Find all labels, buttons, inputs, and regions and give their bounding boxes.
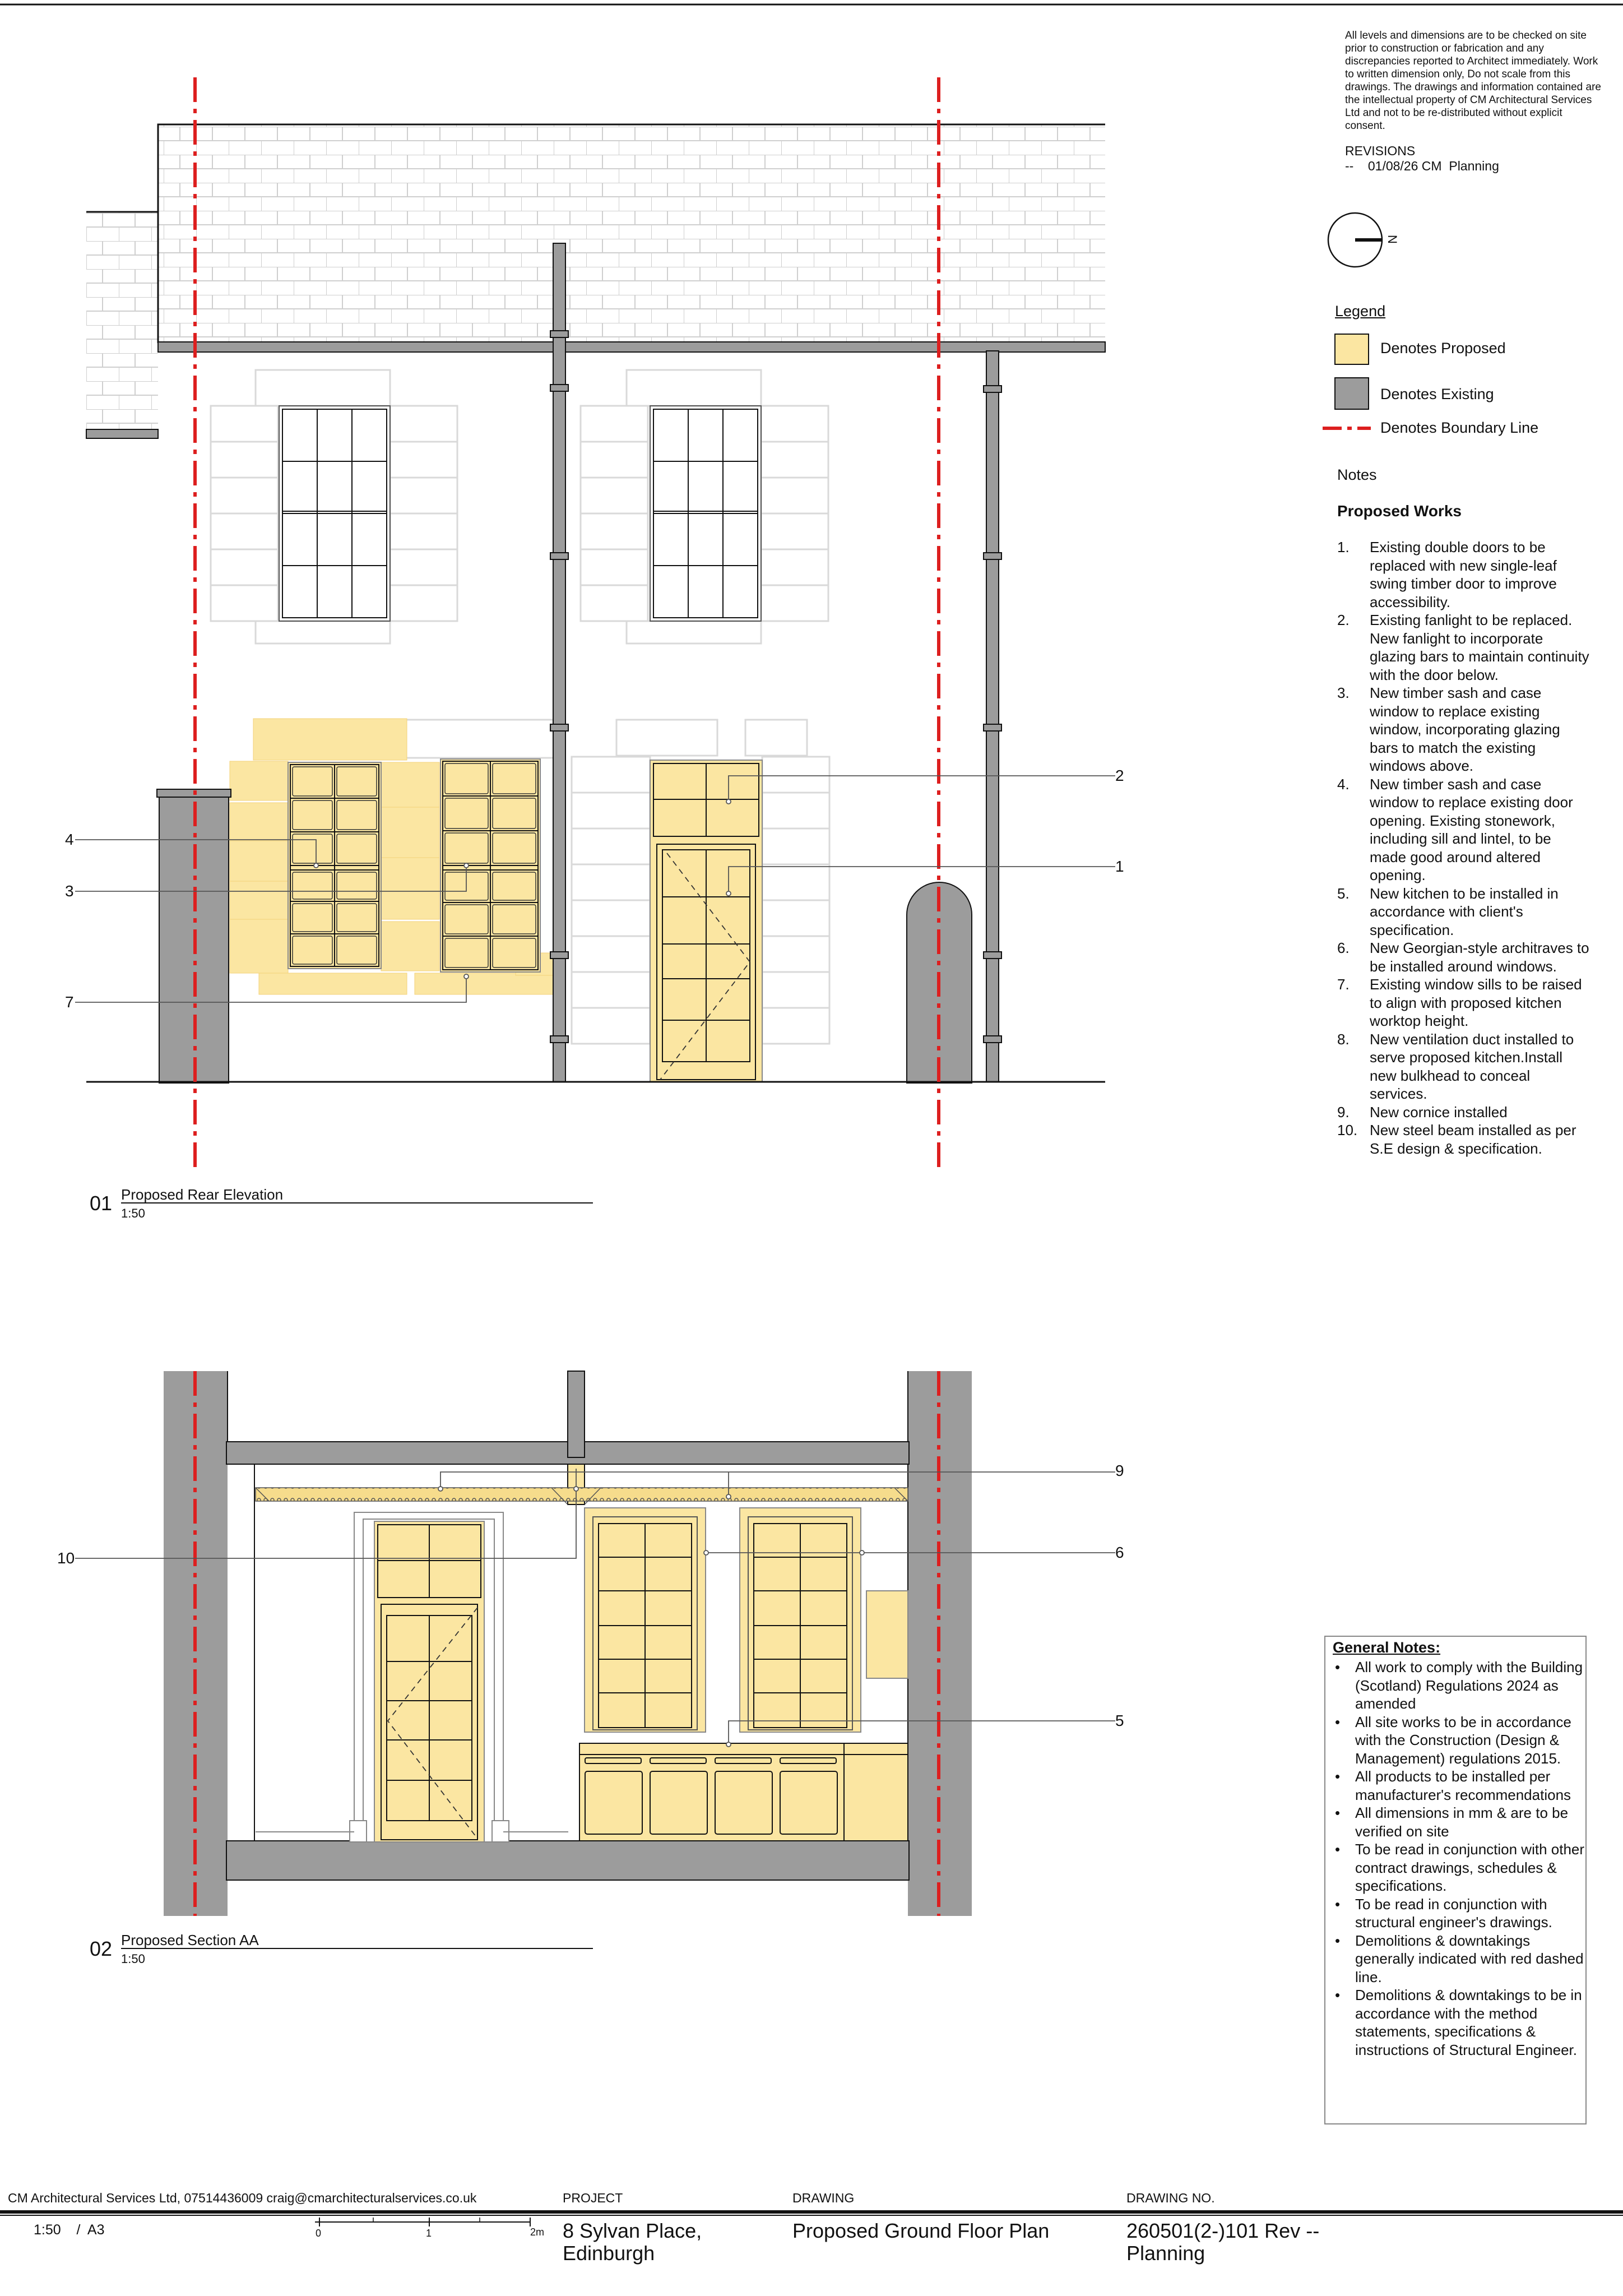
- section-view: [75, 1371, 1115, 1949]
- proposed-works-item: 3.New timber sash and case window to rep…: [1337, 684, 1560, 774]
- section-door: [256, 1512, 568, 1843]
- downpipe-right: [983, 350, 1002, 1082]
- revisions-block: REVISIONS -- 01/08/26 CM Planning: [1345, 144, 1499, 174]
- view-scale-02: 1:50: [121, 1952, 145, 1966]
- proposed-works-item: 10.New steel beam installed as per S.E d…: [1337, 1122, 1576, 1157]
- project-line-1: 8 Sylvan Place,: [563, 2219, 702, 2242]
- elevation-leaders: [75, 775, 1115, 1003]
- existing-window-right: [650, 405, 762, 622]
- section-window-left: [584, 1507, 706, 1733]
- legend-label-existing: Denotes Existing: [1380, 386, 1494, 402]
- section-window-right: [739, 1507, 861, 1733]
- general-note-item: To be read in conjunction with structura…: [1333, 1895, 1585, 1932]
- proposed-window-4: [287, 762, 382, 969]
- proposed-works-item: 7.Existing window sills to be raised to …: [1337, 976, 1582, 1029]
- legend-title: Legend: [1335, 303, 1386, 320]
- general-notes-list: All work to comply with the Building (Sc…: [1333, 1658, 1585, 2059]
- north-arrow-icon: [1327, 212, 1383, 268]
- view-title-01: Proposed Rear Elevation: [121, 1186, 284, 1203]
- callout-3: 3: [65, 882, 74, 900]
- view-scale-01: 1:50: [121, 1206, 145, 1220]
- callout-5: 5: [1115, 1712, 1124, 1729]
- callout-1: 1: [1115, 858, 1124, 875]
- drawing-no-line-1: 260501(2-)101 Rev --: [1126, 2219, 1320, 2242]
- general-notes-title: General Notes:: [1333, 1639, 1441, 1656]
- project-label: PROJECT: [563, 2191, 623, 2205]
- general-note-item: Demolitions & downtakings to be in accor…: [1333, 1986, 1585, 2059]
- legend-label-proposed: Denotes Proposed: [1380, 340, 1506, 357]
- proposed-works-item: 2.Existing fanlight to be replaced. New …: [1337, 612, 1589, 683]
- scale-sheet: 1:50 / A3: [34, 2222, 105, 2238]
- section-boundary-lines: [193, 1371, 940, 1916]
- callout-6: 6: [1115, 1544, 1124, 1561]
- callout-4: 4: [65, 831, 74, 848]
- revisions-title: REVISIONS: [1345, 144, 1416, 158]
- scale-bar-1: 1: [426, 2228, 432, 2239]
- proposed-works-item: 5.New kitchen to be installed in accorda…: [1337, 885, 1559, 938]
- callout-9: 9: [1115, 1462, 1124, 1479]
- general-note-item: All dimensions in mm & are to be verifie…: [1333, 1804, 1585, 1840]
- proposed-window-3: [440, 758, 541, 973]
- drawing-no-value: 260501(2-)101 Rev -- Planning: [1126, 2220, 1319, 2265]
- proposed-works-list: 1.Existing double doors to be replaced w…: [1337, 538, 1589, 1158]
- revision-entry: -- 01/08/26 CM Planning: [1345, 159, 1499, 173]
- legend-label-boundary: Denotes Boundary Line: [1380, 419, 1539, 436]
- company-line: CM Architectural Services Ltd, 075144360…: [8, 2191, 477, 2205]
- general-note-item: Demolitions & downtakings generally indi…: [1333, 1932, 1585, 1987]
- legend-swatch-proposed: [1334, 334, 1369, 365]
- callout-2: 2: [1115, 767, 1124, 784]
- callout-10: 10: [57, 1549, 75, 1567]
- view-number-01: 01: [90, 1192, 113, 1215]
- drawing-label: DRAWING: [792, 2191, 855, 2205]
- proposed-works-item: 9.New cornice installed: [1337, 1103, 1508, 1121]
- view-title-02: Proposed Section AA: [121, 1932, 259, 1948]
- callout-7: 7: [65, 993, 74, 1011]
- drawing-no-label: DRAWING NO.: [1126, 2191, 1215, 2205]
- legend-swatch-existing: [1334, 377, 1369, 410]
- project-value: 8 Sylvan Place, Edinburgh: [563, 2220, 702, 2265]
- elevation-boundary-lines: [193, 77, 940, 1173]
- drawing-no-line-2: Planning: [1126, 2242, 1205, 2265]
- proposed-works-item: 8.New ventilation duct installed to serv…: [1337, 1030, 1574, 1103]
- title-block-lines: [0, 2215, 1623, 2226]
- drawing-value: Proposed Ground Floor Plan: [792, 2219, 1050, 2242]
- proposed-works-title: Proposed Works: [1337, 502, 1462, 520]
- proposed-works-item: 1.Existing double doors to be replaced w…: [1337, 539, 1557, 610]
- downpipe-left: [550, 243, 569, 1082]
- elevation-view: [75, 77, 1115, 1203]
- scale-bar-2m: 2m: [530, 2226, 545, 2238]
- north-label: N: [1385, 235, 1399, 244]
- proposed-works-item: 4.New timber sash and case window to rep…: [1337, 775, 1573, 884]
- drawing-frame: [0, 3, 1623, 2214]
- existing-window-left: [279, 405, 391, 622]
- view-number-02: 02: [90, 1937, 113, 1960]
- general-note-item: To be read in conjunction with other con…: [1333, 1840, 1585, 1895]
- general-notes-box: [1324, 1636, 1587, 2124]
- general-note-item: All products to be installed per manufac…: [1333, 1767, 1585, 1804]
- scale-bar-0: 0: [316, 2228, 322, 2239]
- general-note-item: All site works to be in accordance with …: [1333, 1713, 1585, 1768]
- notes-title: Notes: [1337, 466, 1377, 483]
- section-kitchen: [579, 1743, 908, 1841]
- project-line-2: Edinburgh: [563, 2242, 655, 2265]
- general-note-item: All work to comply with the Building (Sc…: [1333, 1658, 1585, 1713]
- proposed-works-item: 6.New Georgian-style architraves to be i…: [1337, 939, 1589, 975]
- disclaimer-text: All levels and dimensions are to be chec…: [1345, 30, 1601, 132]
- section-leaders: [75, 1469, 1115, 1744]
- proposed-door: [650, 760, 763, 1082]
